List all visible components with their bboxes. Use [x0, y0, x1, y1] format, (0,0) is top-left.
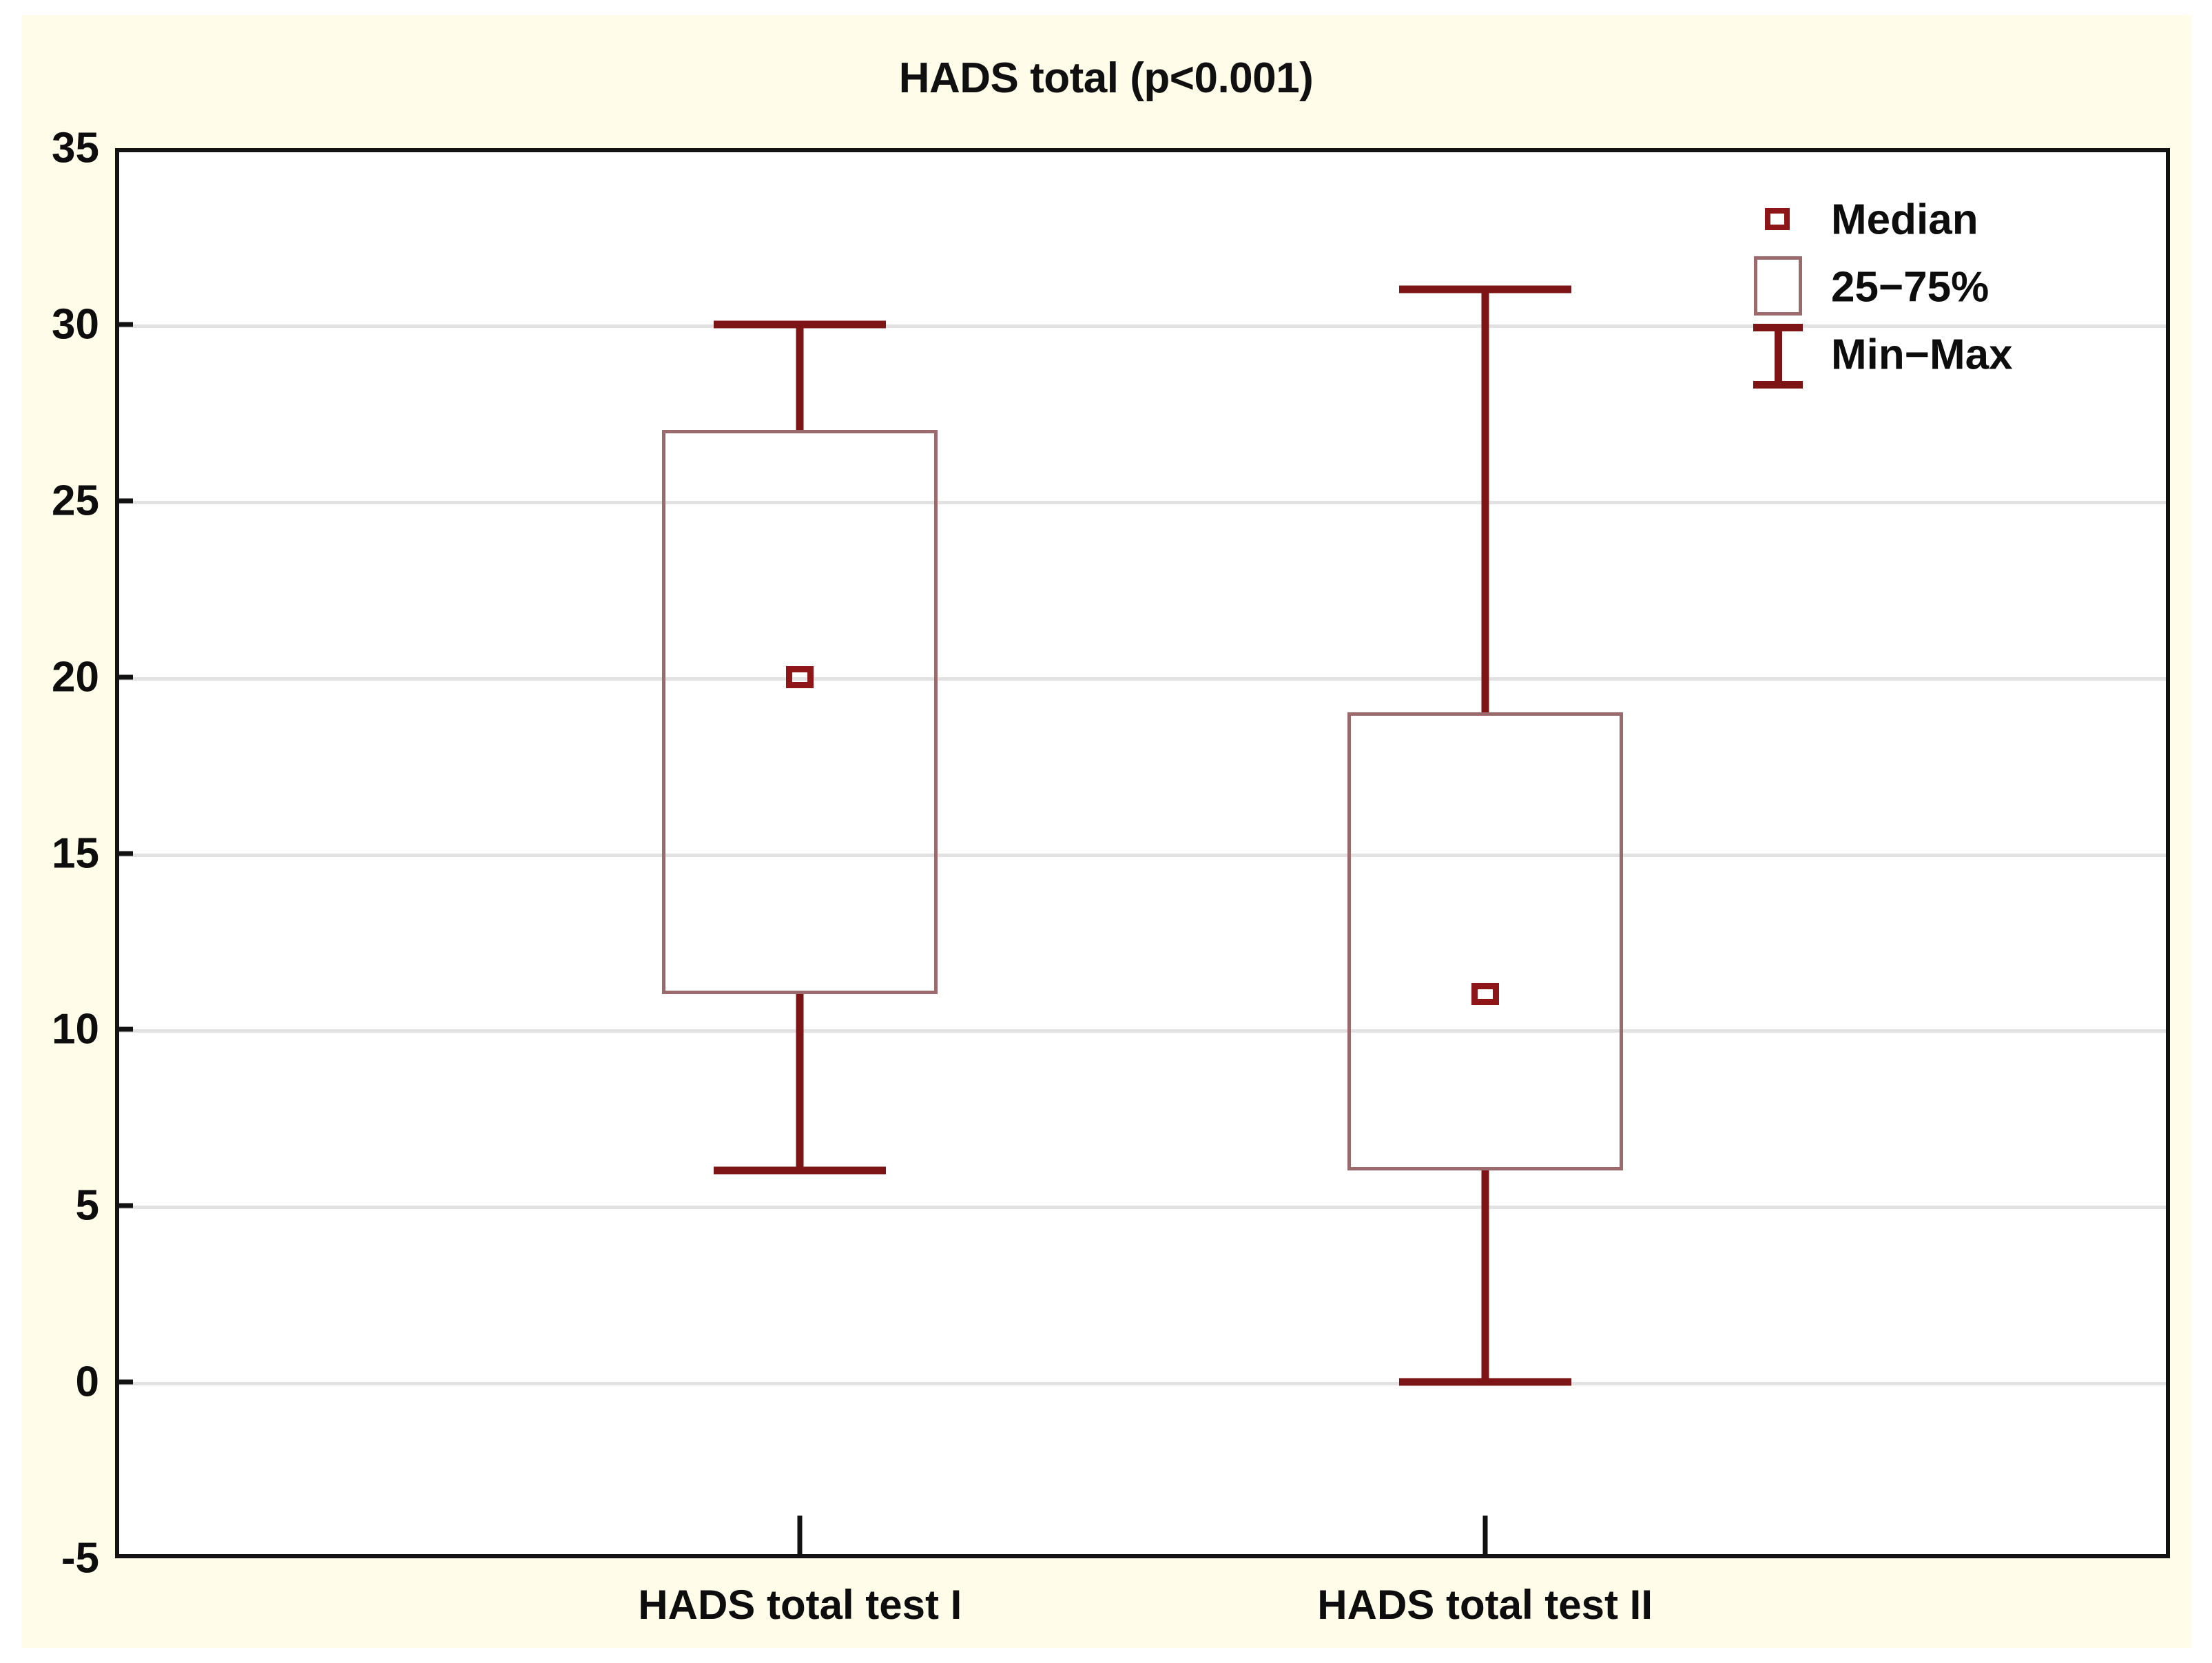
- whisker-upper: [796, 324, 804, 431]
- gridline: [119, 1029, 2166, 1033]
- gridline: [119, 676, 2166, 681]
- whisker-lower: [1481, 1170, 1489, 1383]
- legend-item: Min−Max: [1750, 321, 2136, 389]
- y-axis-tick-label: 0: [75, 1358, 99, 1406]
- open-square-icon: [1765, 208, 1790, 230]
- iqr-box: [662, 430, 938, 995]
- i-beam-bottom-cap-icon: [1753, 381, 1803, 389]
- x-axis-tick: [797, 1516, 803, 1558]
- legend-item: Median: [1750, 186, 2136, 254]
- y-axis-tick: [115, 851, 133, 856]
- y-axis-tick-label: 5: [75, 1181, 99, 1230]
- legend-item-label: Median: [1831, 196, 1978, 244]
- y-axis-tick: [115, 498, 133, 504]
- median-swatch-icon: [1750, 186, 1812, 254]
- x-axis-tick-label: HADS total test II: [1317, 1582, 1653, 1628]
- iqr-swatch-icon: [1750, 254, 1812, 321]
- i-beam-top-cap-icon: [1753, 324, 1803, 331]
- y-axis-tick-label: -5: [61, 1534, 99, 1582]
- x-axis-tick: [1482, 1516, 1488, 1558]
- median-marker: [786, 665, 814, 688]
- whisker-cap-max: [714, 320, 887, 329]
- y-axis-tick: [115, 322, 133, 327]
- whisker-cap-max: [1398, 285, 1571, 293]
- rectangle-outline-icon: [1754, 256, 1802, 316]
- iqr-box: [1347, 712, 1623, 1171]
- y-axis-tick-label: 30: [52, 300, 99, 349]
- y-axis-tick-label: 20: [52, 653, 99, 701]
- whisker-cap-min: [714, 1166, 887, 1175]
- chart-legend: Median 25−75% Min−Max: [1750, 186, 2136, 389]
- i-beam-stem-icon: [1775, 324, 1782, 389]
- minmax-swatch-icon: [1750, 321, 1812, 389]
- gridline: [119, 853, 2166, 857]
- x-axis-tick-label: HADS total test I: [638, 1582, 962, 1628]
- gridline: [119, 1206, 2166, 1210]
- gridline: [119, 1382, 2166, 1386]
- page-title: HADS total (p<0.001): [898, 54, 1314, 102]
- y-axis-tick-label: 10: [52, 1005, 99, 1053]
- y-axis-tick-label: 15: [52, 829, 99, 877]
- gridline: [119, 500, 2166, 504]
- median-marker: [1471, 983, 1499, 1006]
- whisker-upper: [1481, 289, 1489, 712]
- y-axis-tick-label: 25: [52, 477, 99, 525]
- gridline: [119, 324, 2166, 328]
- legend-item: 25−75%: [1750, 254, 2136, 321]
- whisker-lower: [796, 994, 804, 1171]
- legend-item-label: Min−Max: [1831, 331, 2013, 379]
- legend-item-label: 25−75%: [1831, 263, 1989, 311]
- y-axis-tick: [115, 674, 133, 680]
- y-axis-tick: [115, 1379, 133, 1385]
- plot-frame: [115, 148, 2170, 1558]
- y-axis-tick: [115, 1026, 133, 1032]
- whisker-cap-min: [1398, 1378, 1571, 1386]
- plot-area: [119, 152, 2166, 1554]
- y-axis-tick: [115, 1203, 133, 1208]
- y-axis-tick-label: 35: [52, 124, 99, 172]
